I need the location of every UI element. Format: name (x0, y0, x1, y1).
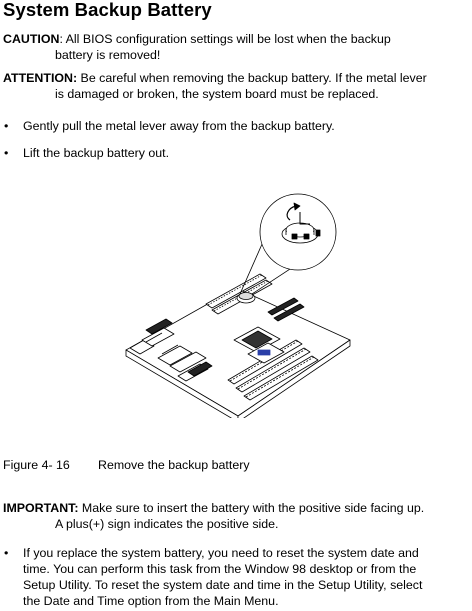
figure-number: Figure 4- 16 (3, 458, 70, 472)
system-board (125, 287, 351, 418)
attention-note: ATTENTION: Be careful when removing the … (3, 70, 468, 102)
date-time-line: the Date and Time option from the Main M… (23, 594, 279, 608)
date-time-line: Setup Utility. To reset the system date … (23, 578, 423, 592)
backup-battery-illustration (125, 193, 351, 418)
caution-label: CAUTION (3, 32, 60, 46)
date-time-line: If you replace the system battery, you n… (23, 546, 419, 560)
battery-socket (236, 292, 256, 304)
step-text: Lift the backup battery out. (23, 146, 170, 160)
important-note: IMPORTANT: Make sure to insert the batte… (3, 500, 468, 532)
step-item: • Lift the backup battery out. (4, 145, 466, 161)
step-item: • Gently pull the metal lever away from … (4, 118, 466, 134)
figure-caption: Figure 4- 16 Remove the backup battery (3, 458, 250, 472)
date-time-note: • If you replace the system battery, you… (4, 545, 466, 609)
date-time-note-text: If you replace the system battery, you n… (4, 545, 466, 609)
io-connectors (129, 318, 213, 382)
attention-label: ATTENTION: (3, 71, 78, 85)
expansion-slots (227, 339, 319, 401)
important-label: IMPORTANT: (3, 501, 79, 515)
attention-text-line1: Be careful when removing the backup batt… (77, 71, 427, 85)
cpu-socket (233, 326, 285, 364)
caution-text-line2: battery is removed! (55, 48, 161, 62)
bullet-dot: • (4, 146, 9, 160)
magnified-battery-view (259, 193, 337, 271)
caution-note: CAUTION: All BIOS configuration settings… (3, 31, 468, 63)
important-text-line1: Make sure to insert the battery with the… (78, 501, 425, 515)
date-time-line: time. You can perform this task from the… (23, 562, 417, 576)
bullet-dot: • (4, 546, 9, 560)
page-title: System Backup Battery (3, 0, 212, 20)
attention-text-line2: is damaged or broken, the system board m… (55, 87, 379, 101)
important-text-line2: A plus(+) sign indicates the positive si… (55, 517, 279, 531)
figure-caption-text: Remove the backup battery (98, 458, 250, 472)
caution-text-line1: : All BIOS configuration settings will b… (59, 32, 391, 46)
step-text: Gently pull the metal lever away from th… (23, 119, 335, 133)
bullet-dot: • (4, 119, 9, 133)
